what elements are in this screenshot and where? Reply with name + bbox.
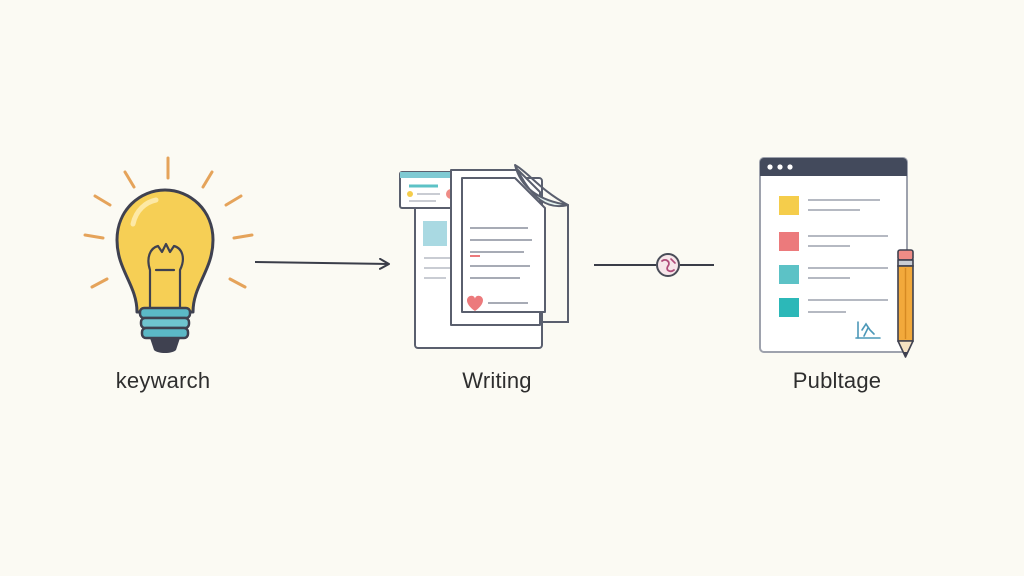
step-label-research: keywarch [115,368,211,393]
heart-icon [467,295,483,311]
content-row-1 [779,196,880,215]
content-row-3 [779,265,888,284]
bulb-glass [115,188,215,314]
arrow-connector [254,257,390,270]
pencil-icon [897,249,914,358]
chart-glyph-icon [855,321,881,339]
step-label-writing: Writing [462,368,532,393]
content-row-4 [779,298,888,317]
step-label-publishing: Publtage [792,368,882,393]
lightbulb-icon [83,156,254,353]
content-row-2 [779,232,888,251]
link-connector [594,253,714,277]
light-rays [83,156,254,289]
bulb-base [138,306,192,353]
browser-window-icon [759,157,914,358]
documents-icon [399,164,569,349]
filament [147,242,184,314]
document-front [461,164,569,323]
